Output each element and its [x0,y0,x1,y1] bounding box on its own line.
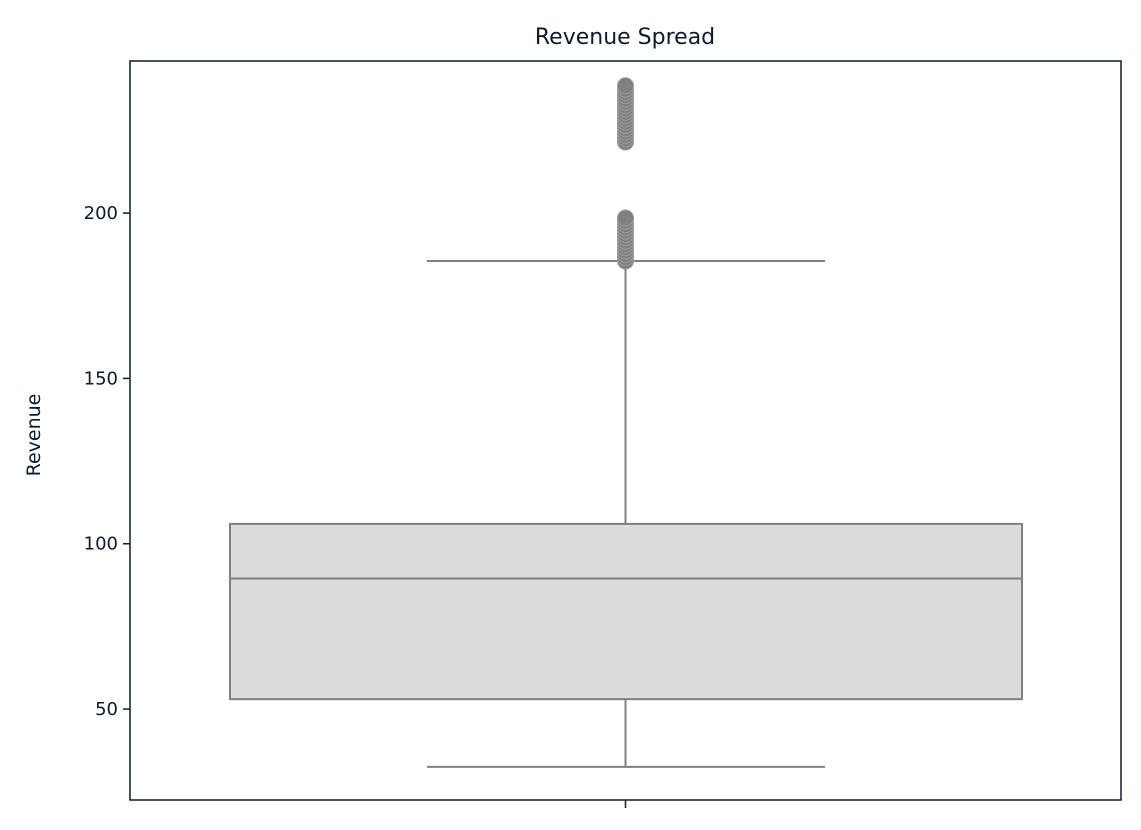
y-tick-label: 50 [95,699,118,720]
plot-area [229,77,1023,768]
iqr-box [229,522,1023,701]
y-tick-label: 100 [84,534,118,555]
y-tick-label: 200 [84,203,118,224]
chart-title: Revenue Spread [535,25,715,50]
outlier-point [617,77,634,95]
outlier-point [617,209,634,227]
y-axis-label: Revenue [23,394,45,477]
y-tick-label: 150 [84,368,118,389]
